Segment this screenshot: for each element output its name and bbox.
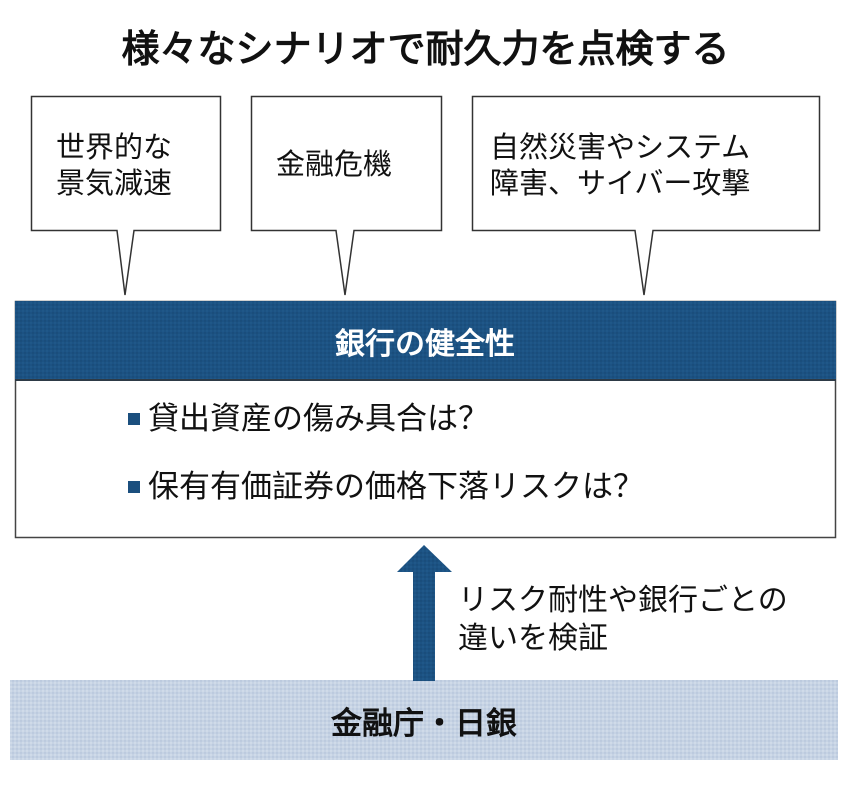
checklist-item-text: 保有有価証券の価格下落リスクは？ xyxy=(148,469,644,505)
checklist-item: 貸出資産の傷み具合は？ xyxy=(128,400,644,438)
up-arrow-icon xyxy=(397,545,452,681)
regulator-label: 金融庁・日銀 xyxy=(331,705,517,742)
regulator-band xyxy=(10,680,838,760)
checklist-item-text: 貸出資産の傷み具合は？ xyxy=(148,401,489,437)
callout-bubble-2 xyxy=(250,95,443,296)
scenario-3-line-2: 障害、サイバー攻撃 xyxy=(490,166,751,200)
bank-box-header: 銀行の健全性 xyxy=(335,326,515,362)
bank-box-header-band xyxy=(15,301,836,380)
bank-checklist: 貸出資産の傷み具合は？ 保有有価証券の価格下落リスクは？ xyxy=(128,400,644,536)
scenario-1-line-1: 世界的な xyxy=(56,130,173,164)
callout-bubble-3 xyxy=(471,95,821,296)
scenario-3-line-1: 自然災害やシステム xyxy=(490,130,751,164)
scenario-1-line-2: 景気減速 xyxy=(56,166,173,200)
bullet-square-icon xyxy=(128,481,140,493)
callout-bubble-1 xyxy=(30,95,222,296)
scenario-1-text: 世界的な 景気減速 xyxy=(56,129,216,201)
diagram-title: 様々なシナリオで耐久力を点検する xyxy=(121,27,730,71)
scenario-3-text: 自然災害やシステム 障害、サイバー攻撃 xyxy=(490,129,820,201)
arrow-label-line-1: リスク耐性や銀行ごとの xyxy=(458,583,788,618)
bullet-square-icon xyxy=(128,413,140,425)
scenario-2-line-1: 金融危機 xyxy=(276,147,393,181)
arrow-label-line-2: 違いを検証 xyxy=(458,621,608,656)
arrow-label: リスク耐性や銀行ごとの 違いを検証 xyxy=(458,582,788,658)
scenario-2-text: 金融危機 xyxy=(276,146,436,182)
checklist-item: 保有有価証券の価格下落リスクは？ xyxy=(128,468,644,506)
